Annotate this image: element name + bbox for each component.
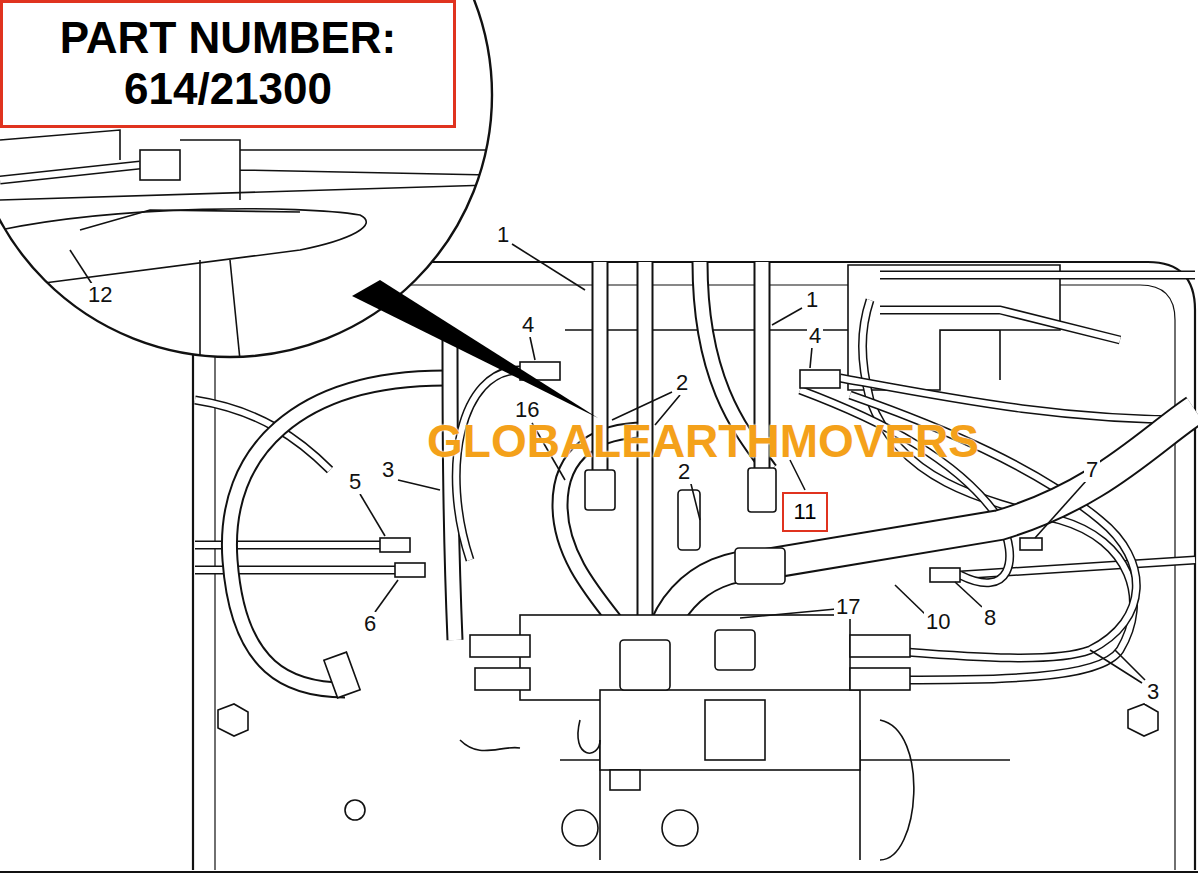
callout-number: 7 <box>1084 458 1100 482</box>
watermark: GLOBALEARTHMOVERS <box>427 418 979 464</box>
callout-number: 4 <box>807 324 823 348</box>
callout-number: 1 <box>495 223 511 247</box>
part-number-text: PART NUMBER: 614/21300 <box>11 13 445 114</box>
callout-number: 17 <box>834 595 862 619</box>
callout-number: 3 <box>380 458 396 482</box>
callout-number: 3 <box>1145 680 1161 704</box>
callout-number: 1 <box>804 288 820 312</box>
callout-number: 8 <box>982 606 998 630</box>
callout-number: 10 <box>924 610 952 634</box>
callout-number: 2 <box>674 371 690 395</box>
callout-number: 6 <box>362 612 378 636</box>
highlighted-callout-box: 11 <box>782 492 828 532</box>
part-number-box: PART NUMBER: 614/21300 <box>0 0 456 128</box>
callout-number: 4 <box>520 313 536 337</box>
callout-number: 5 <box>347 470 363 494</box>
callout-number: 11 <box>794 499 817 524</box>
callout-number: 12 <box>86 283 114 307</box>
